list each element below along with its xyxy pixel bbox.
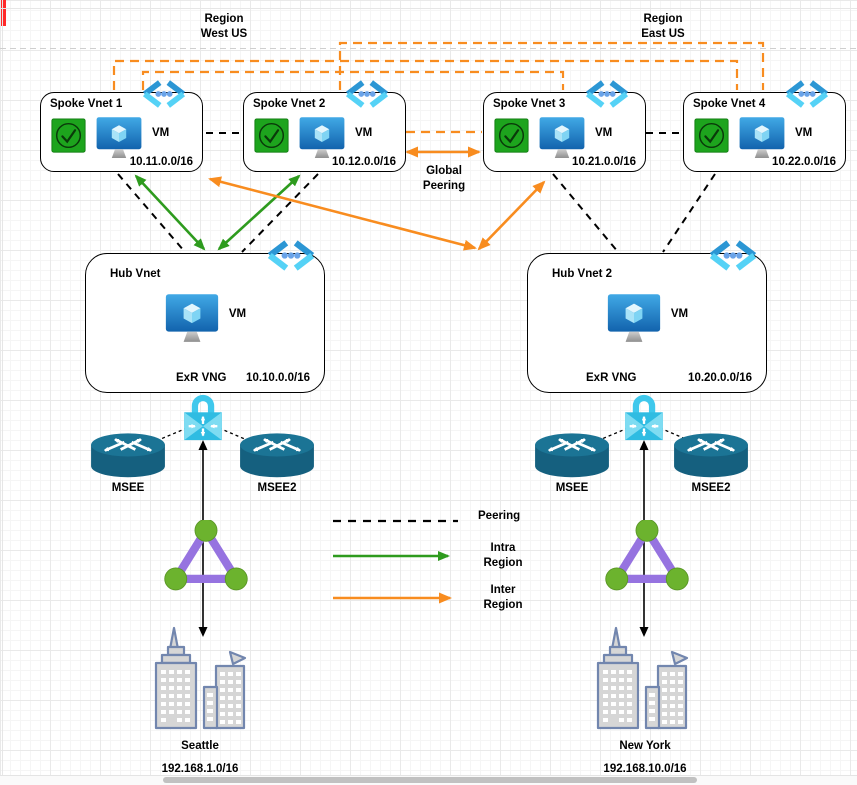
gateway-label: ExR VNG bbox=[586, 372, 637, 384]
hub-vnet-2-box[interactable]: Hub Vnet 2 VM ExR VNG 10.20.0.0/16 bbox=[527, 253, 767, 393]
legend-label-inter-region: Inter Region bbox=[483, 584, 523, 611]
vm-icon[interactable] bbox=[298, 115, 346, 161]
cidr-label: 10.21.0.0/16 bbox=[572, 156, 636, 168]
virtual-network-icon[interactable] bbox=[704, 239, 762, 272]
hub-vnet-1-box[interactable]: Hub Vnet VM ExR VNG 10.10.0.0/16 bbox=[85, 253, 325, 393]
vm-label: VM bbox=[795, 127, 813, 139]
intra-region-arrow-hub1-s1[interactable] bbox=[134, 174, 206, 251]
vm-label: VM bbox=[670, 308, 689, 320]
cidr-label: 10.12.0.0/16 bbox=[332, 156, 396, 168]
peering-edge-hub1-s1[interactable] bbox=[117, 173, 186, 253]
vm-icon[interactable] bbox=[538, 115, 586, 161]
global-peering-label: Global Peering bbox=[422, 165, 466, 192]
global-peering-edge-s1-s3[interactable] bbox=[141, 70, 565, 90]
site-cidr-label: 192.168.1.0/16 bbox=[161, 763, 239, 775]
network-triangle-icon[interactable] bbox=[162, 520, 250, 592]
city-buildings-icon[interactable] bbox=[592, 625, 692, 730]
msee2-router-icon[interactable] bbox=[672, 432, 750, 480]
vng-lock-icon[interactable] bbox=[624, 389, 664, 441]
vm-label: VM bbox=[228, 308, 247, 320]
vnet-title: Spoke Vnet 3 bbox=[493, 98, 566, 110]
vnet-title: Hub Vnet bbox=[110, 268, 161, 280]
legend-label-peering: Peering bbox=[478, 510, 521, 522]
site-city-label: Seattle bbox=[181, 740, 219, 752]
gateway-label: ExR VNG bbox=[176, 372, 227, 384]
msee2-router-icon[interactable] bbox=[238, 432, 316, 480]
vm-label: VM bbox=[595, 127, 613, 139]
spoke-vnet-3-box[interactable]: Spoke Vnet 3 VM 10.21.0.0/16 bbox=[483, 92, 646, 172]
msee-router-icon[interactable] bbox=[533, 432, 611, 480]
network-triangle-icon[interactable] bbox=[603, 520, 691, 592]
vnet-title: Spoke Vnet 4 bbox=[693, 98, 766, 110]
virtual-network-icon[interactable] bbox=[262, 239, 320, 272]
inter-region-arrow-1[interactable] bbox=[208, 176, 477, 251]
horizontal-scrollbar-track[interactable] bbox=[0, 775, 857, 785]
vnet-title: Spoke Vnet 2 bbox=[253, 98, 326, 110]
vm-icon[interactable] bbox=[606, 292, 662, 345]
virtual-network-icon[interactable] bbox=[581, 79, 633, 109]
virtual-network-icon[interactable] bbox=[138, 79, 190, 109]
health-check-icon[interactable] bbox=[694, 118, 729, 153]
vnet-title: Spoke Vnet 1 bbox=[50, 98, 123, 110]
spoke-vnet-2-box[interactable]: Spoke Vnet 2 VM 10.12.0.0/16 bbox=[243, 92, 406, 172]
health-check-icon[interactable] bbox=[51, 118, 86, 153]
vm-label: VM bbox=[152, 127, 170, 139]
legend-label-intra-region: Intra Region bbox=[483, 542, 523, 569]
health-check-icon[interactable] bbox=[494, 118, 529, 153]
vng-lock-icon[interactable] bbox=[183, 389, 223, 441]
vm-icon[interactable] bbox=[95, 115, 143, 161]
router-label: MSEE2 bbox=[257, 482, 297, 494]
global-peering-edge-s1-s4[interactable] bbox=[112, 59, 739, 90]
health-check-icon[interactable] bbox=[254, 118, 289, 153]
site-cidr-label: 192.168.10.0/16 bbox=[603, 763, 687, 775]
router-label: MSEE2 bbox=[691, 482, 731, 494]
vm-icon[interactable] bbox=[738, 115, 786, 161]
cidr-label: 10.20.0.0/16 bbox=[688, 372, 752, 384]
msee-router-icon[interactable] bbox=[89, 432, 167, 480]
vm-icon[interactable] bbox=[164, 292, 220, 345]
router-label: MSEE bbox=[555, 482, 589, 494]
virtual-network-icon[interactable] bbox=[341, 79, 393, 109]
global-peering-edge-s2-s4[interactable] bbox=[338, 41, 765, 90]
cidr-label: 10.22.0.0/16 bbox=[772, 156, 836, 168]
vm-label: VM bbox=[355, 127, 373, 139]
peering-edge-hub2-s3[interactable] bbox=[552, 173, 619, 253]
peering-edge-hub2-s4[interactable] bbox=[662, 173, 716, 253]
cidr-label: 10.10.0.0/16 bbox=[246, 372, 310, 384]
router-label: MSEE bbox=[111, 482, 145, 494]
vnet-title: Hub Vnet 2 bbox=[552, 268, 613, 280]
offscreen-shape-fragment bbox=[1, 0, 6, 26]
city-buildings-icon[interactable] bbox=[150, 625, 250, 730]
spoke-vnet-1-box[interactable]: Spoke Vnet 1 VM 10.11.0.0/16 bbox=[40, 92, 203, 172]
horizontal-scrollbar-thumb[interactable] bbox=[163, 777, 697, 783]
cidr-label: 10.11.0.0/16 bbox=[129, 156, 193, 168]
site-city-label: New York bbox=[619, 740, 671, 752]
virtual-network-icon[interactable] bbox=[781, 79, 833, 109]
spoke-vnet-4-box[interactable]: Spoke Vnet 4 VM 10.22.0.0/16 bbox=[683, 92, 846, 172]
inter-region-arrow-2[interactable] bbox=[477, 180, 546, 251]
